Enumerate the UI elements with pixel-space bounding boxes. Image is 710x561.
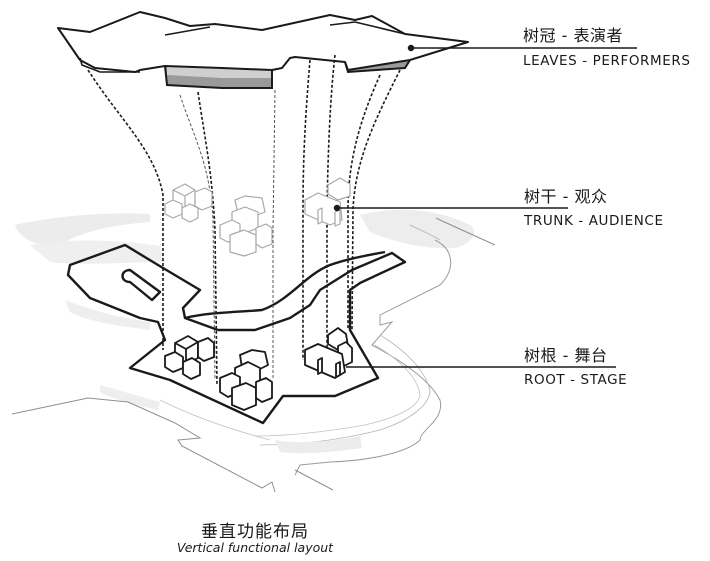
ghost-cluster-right: [304, 177, 351, 227]
road-edge: [294, 469, 334, 491]
coastline-inner: [159, 399, 271, 441]
ghost-cluster-middle: [219, 195, 273, 257]
ghost-cluster-left: [164, 183, 213, 223]
canopy-fold: [164, 65, 273, 89]
caption-en: Vertical functional layout: [176, 540, 334, 555]
leader-dot-trunk: [333, 204, 341, 212]
trunk-line: [351, 69, 401, 331]
road-edge: [439, 219, 496, 246]
leader-dot-leaves: [407, 44, 415, 52]
label-trunk-zh: 树干 - 观众: [524, 187, 608, 206]
stage-inner-loop: [121, 268, 162, 302]
road-edge: [435, 217, 441, 221]
trunk-line: [87, 69, 164, 350]
label-root-zh: 树根 - 舞台: [524, 346, 608, 365]
terrain-patch: [360, 209, 475, 249]
stage-cluster-middle: [219, 349, 273, 411]
terrain-patch: [15, 213, 150, 246]
stage-buildings: [164, 327, 353, 411]
trunk-line: [179, 94, 216, 381]
road-edge: [11, 397, 276, 493]
trunk-line: [347, 74, 381, 330]
site-terrain: [11, 209, 496, 493]
terrain-patch: [275, 436, 362, 454]
coastline: [294, 239, 452, 476]
canopy-fold: [79, 57, 140, 73]
stage-cluster-left: [164, 335, 215, 380]
trunk-line: [197, 91, 218, 386]
canopy-fold: [164, 26, 211, 36]
label-leaves-zh: 树冠 - 表演者: [523, 26, 623, 45]
trunk-line: [302, 59, 311, 360]
caption-zh: 垂直功能布局: [201, 522, 309, 542]
canopy-body: [57, 11, 469, 73]
label-leaves-en: LEAVES - PERFORMERS: [523, 53, 691, 69]
label-root-en: ROOT - STAGE: [524, 372, 628, 388]
stage-cluster-right: [304, 327, 353, 379]
terrain-patch: [65, 300, 150, 330]
coastline-inner: [254, 344, 421, 437]
terrain-patch: [100, 385, 160, 410]
leader-lines: [333, 44, 637, 368]
stage-outline: [66, 243, 407, 425]
canopy-fold: [344, 59, 411, 74]
audience-buildings: [164, 177, 351, 257]
stage-boundary: [66, 243, 407, 425]
canopy: [57, 11, 469, 89]
terrain-patch: [409, 224, 441, 241]
terrain-patch: [30, 240, 165, 264]
label-trunk-en: TRUNK - AUDIENCE: [524, 213, 664, 229]
canopy-fold: [329, 21, 406, 35]
stage-ridge: [184, 250, 386, 320]
trunk-line: [272, 89, 276, 380]
